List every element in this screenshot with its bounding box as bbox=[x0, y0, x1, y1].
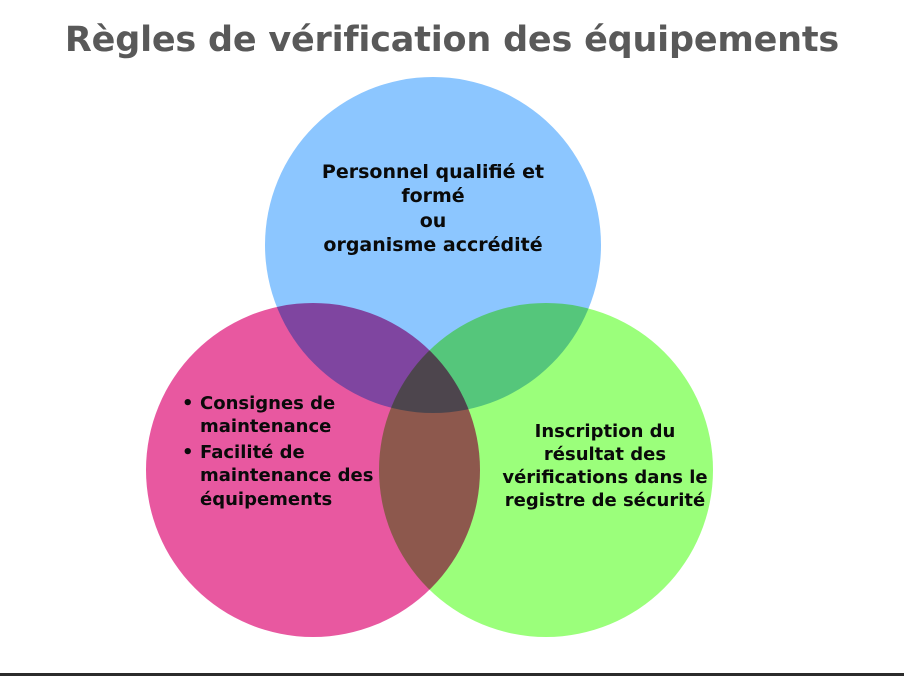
venn-circle-registre bbox=[379, 303, 713, 637]
page-title: Règles de vérification des équipements bbox=[64, 20, 840, 60]
